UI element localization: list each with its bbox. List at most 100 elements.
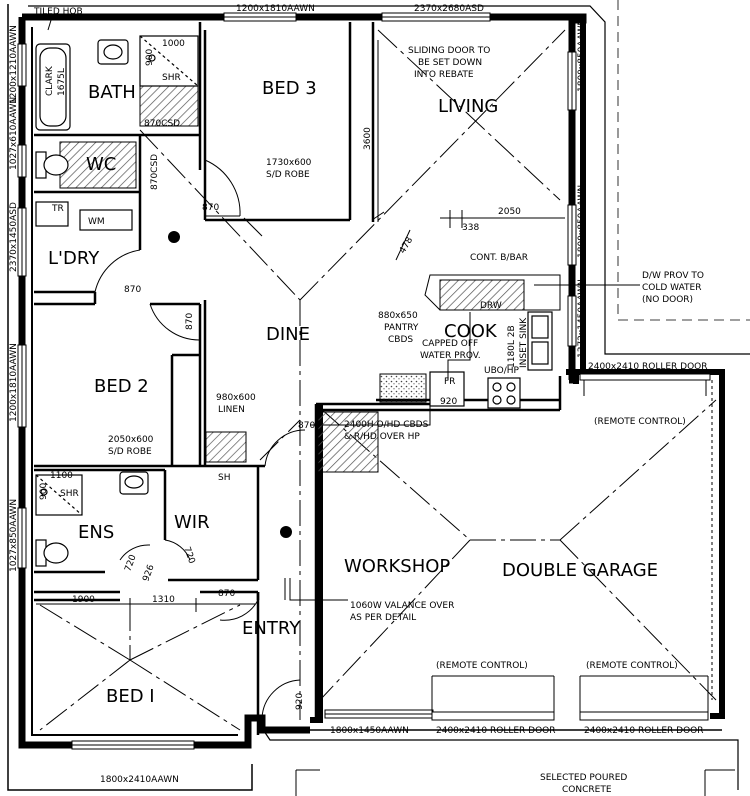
room-label-bed2: BED 2 — [94, 376, 149, 397]
room-label-wir: WIR — [174, 512, 210, 533]
room-label-entry: ENTRY — [242, 618, 301, 639]
window-label: 1027x610AAWN — [9, 97, 19, 170]
note-sliding-3: INTO REBATE — [414, 70, 474, 80]
dimension-label: 720 — [123, 553, 138, 573]
window-label: 1372x1450AAWN — [577, 279, 587, 358]
dimension-label: 926 — [141, 563, 156, 583]
notes: TILED HOB CLARK 1675L 1000 900 SHR 870CS… — [33, 7, 704, 795]
note-robe3-size: 1730x600 — [266, 158, 312, 168]
dimension-label: 870 — [124, 285, 141, 295]
dimension-label: 920 — [295, 693, 305, 710]
note-valance-1: 1060W VALANCE OVER — [350, 601, 454, 611]
note-clark: CLARK — [45, 65, 55, 96]
note-remote-1: (REMOTE CONTROL) — [594, 417, 686, 427]
note-sink-2: INSET SINK — [519, 317, 529, 368]
room-label-ens: ENS — [78, 522, 114, 543]
room-labels: BATH BED 3 LIVING WC L'DRY DINE COOK BED… — [48, 78, 658, 707]
room-label-dine: DINE — [266, 324, 310, 345]
light-point — [280, 526, 292, 538]
note-remote-3: (REMOTE CONTROL) — [586, 661, 678, 671]
note-linen: LINEN — [218, 405, 245, 415]
site-lines — [7, 0, 750, 796]
window-label: 1200x1810AAWN — [236, 4, 315, 14]
dimension-label: 870 — [298, 421, 315, 431]
note-tiled-hob: TILED HOB — [33, 7, 83, 17]
note-bar: CONT. B/BAR — [470, 253, 528, 263]
note-pantry-size: 880x650 — [378, 311, 418, 321]
room-label-bed1: BED I — [106, 686, 155, 707]
dimension-label: 338 — [462, 223, 479, 233]
note-concrete-1: SELECTED POURED — [540, 773, 627, 783]
note-clark-size: 1675L — [57, 68, 67, 96]
note-robe2-size: 2050x600 — [108, 435, 154, 445]
note-dw-3: (NO DOOR) — [642, 295, 693, 305]
dimension-label: 3600 — [363, 127, 373, 150]
note-valance-2: AS PER DETAIL — [350, 613, 416, 623]
light-point — [168, 231, 180, 243]
note-wm: WM — [88, 217, 105, 227]
note-fr: FR — [444, 377, 455, 387]
note-water-1: CAPPED OFF — [422, 339, 478, 349]
window-label: 2370x2680ASD — [414, 4, 484, 14]
note-shr: SHR — [162, 73, 181, 83]
dimension-label: 870 — [218, 589, 235, 599]
room-label-workshop: WORKSHOP — [344, 556, 450, 577]
note-ubo: UBO/HP — [484, 366, 519, 376]
note-900: 900 — [145, 49, 155, 66]
note-concrete-2: CONCRETE — [562, 785, 612, 795]
bath-fixtures — [35, 35, 553, 567]
note-water-2: WATER PROV. — [420, 351, 481, 361]
window-label: 1200x1810AAWN — [9, 343, 19, 422]
dimension-label: 1310 — [152, 595, 175, 605]
dimension-label: 478 — [398, 235, 415, 255]
roller-door-label: 2400x2410 ROLLER DOOR — [584, 726, 704, 736]
window-label: 2370x1450ASD — [9, 202, 19, 272]
windows — [17, 12, 577, 750]
note-sh: SH — [218, 473, 230, 483]
note-dw-2: COLD WATER — [642, 283, 701, 293]
note-1000: 1000 — [162, 39, 185, 49]
dimension-label: 1900 — [72, 595, 95, 605]
window-label: 1027x850AAWN — [9, 499, 19, 572]
ceiling-lines — [39, 29, 717, 731]
doors — [94, 159, 306, 719]
note-cbds-2: & R/HD OVER HP — [344, 432, 420, 442]
window-label: 1800x2410AAWN — [100, 775, 179, 785]
note-remote-2: (REMOTE CONTROL) — [436, 661, 528, 671]
note-pantry: PANTRY — [384, 323, 419, 333]
roller-doors — [431, 373, 713, 721]
roller-door-label: 2400x2410 ROLLER DOOR — [436, 726, 556, 736]
note-sliding-1: SLIDING DOOR TO — [408, 46, 490, 56]
note-drw: DRW — [480, 301, 502, 311]
room-label-garage: DOUBLE GARAGE — [502, 560, 658, 581]
room-label-bath: BATH — [88, 82, 136, 103]
hatched-areas — [59, 85, 561, 473]
room-label-living: LIVING — [438, 96, 498, 117]
note-1100: 1100 — [50, 471, 73, 481]
external-walls — [18, 13, 725, 749]
note-fr-width: 920 — [440, 397, 457, 407]
dimension-label: 870 — [185, 313, 195, 330]
dimension-label: 870 — [202, 203, 219, 213]
window-labels: 1200x1810AAWN 2370x2680ASD 1800x850AAWN … — [9, 4, 708, 785]
window-label: 1800x850AAWN — [577, 19, 587, 92]
note-870csd-2: 870CSD — [150, 154, 160, 190]
note-900b: 900 — [39, 483, 49, 500]
note-sink: 1180L 2B — [507, 325, 517, 368]
dimension-label: 2050 — [498, 207, 521, 217]
dimension-lines — [36, 40, 640, 718]
window-label: 1200x1210AAWN — [9, 25, 19, 104]
note-robe3: S/D ROBE — [266, 170, 310, 180]
note-cbds-1: 2400H O/HD CBDS — [344, 420, 429, 430]
note-tr: TR — [51, 204, 64, 214]
note-shr-ens: SHR — [60, 489, 79, 499]
room-label-cook: COOK — [444, 321, 498, 342]
dimension-label: 720 — [181, 546, 196, 566]
note-linen-size: 980x600 — [216, 393, 256, 403]
window-label: 1800x1450AAWN — [330, 726, 409, 736]
room-label-laundry: L'DRY — [48, 248, 100, 269]
internal-walls — [34, 22, 562, 735]
note-870csd: 870CSD — [144, 119, 180, 129]
